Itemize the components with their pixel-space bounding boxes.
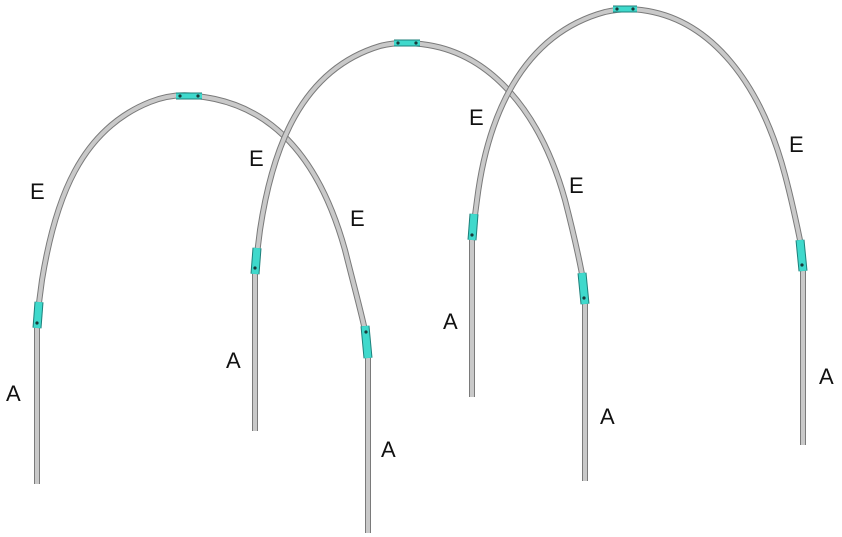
hoop-1-top-pin-b <box>196 94 200 98</box>
hoop-2-left-a-label: A <box>226 348 241 373</box>
hoop-3-right-a-label: A <box>819 364 834 389</box>
hoop-3-top-pin-b <box>631 7 635 11</box>
hoop-3-left-e-label: E <box>469 105 484 130</box>
hoop-2-top-pin-a <box>396 41 400 45</box>
hoop-3-left-a-label: A <box>443 309 458 334</box>
hoop-1-right-connector-pin <box>364 330 368 334</box>
hoop-1-top-pin-a <box>178 94 182 98</box>
hoop-2 <box>250 39 590 481</box>
hoop-3 <box>467 5 808 445</box>
hoop-2-right-connector-pin <box>582 296 586 300</box>
hoop-1-right-a-label: A <box>381 437 396 462</box>
hoop-1-left-e-label: E <box>30 179 45 204</box>
hoop-1-left-a-label: A <box>6 381 21 406</box>
hoop-1-arch-fill <box>35 93 368 336</box>
hoop-1-arch <box>34 92 369 336</box>
hoop-2-arch-fill <box>253 40 586 286</box>
hoop-3-arch <box>469 6 805 251</box>
hoop-2-left-connector-fill <box>251 247 261 275</box>
hoop-2-right-a-label: A <box>600 404 615 429</box>
hoop-2-left-e-label: E <box>249 146 264 171</box>
hoop-3-arch-fill <box>470 7 804 251</box>
hoop-2-top-pin-b <box>414 41 418 45</box>
hoop-3-right-e-label: E <box>789 132 804 157</box>
hoop-3-left-connector-pin <box>470 233 474 237</box>
hoop-2-right-e-label: E <box>569 173 584 198</box>
hoop-1 <box>32 92 373 533</box>
hoop-2-left-connector-pin <box>253 266 257 270</box>
hoop-1-left-connector-pin <box>35 321 39 325</box>
hoop-3-right-connector-pin <box>800 263 804 267</box>
hoop-1-right-e-label: E <box>350 206 365 231</box>
hoop-3-top-pin-a <box>615 7 619 11</box>
